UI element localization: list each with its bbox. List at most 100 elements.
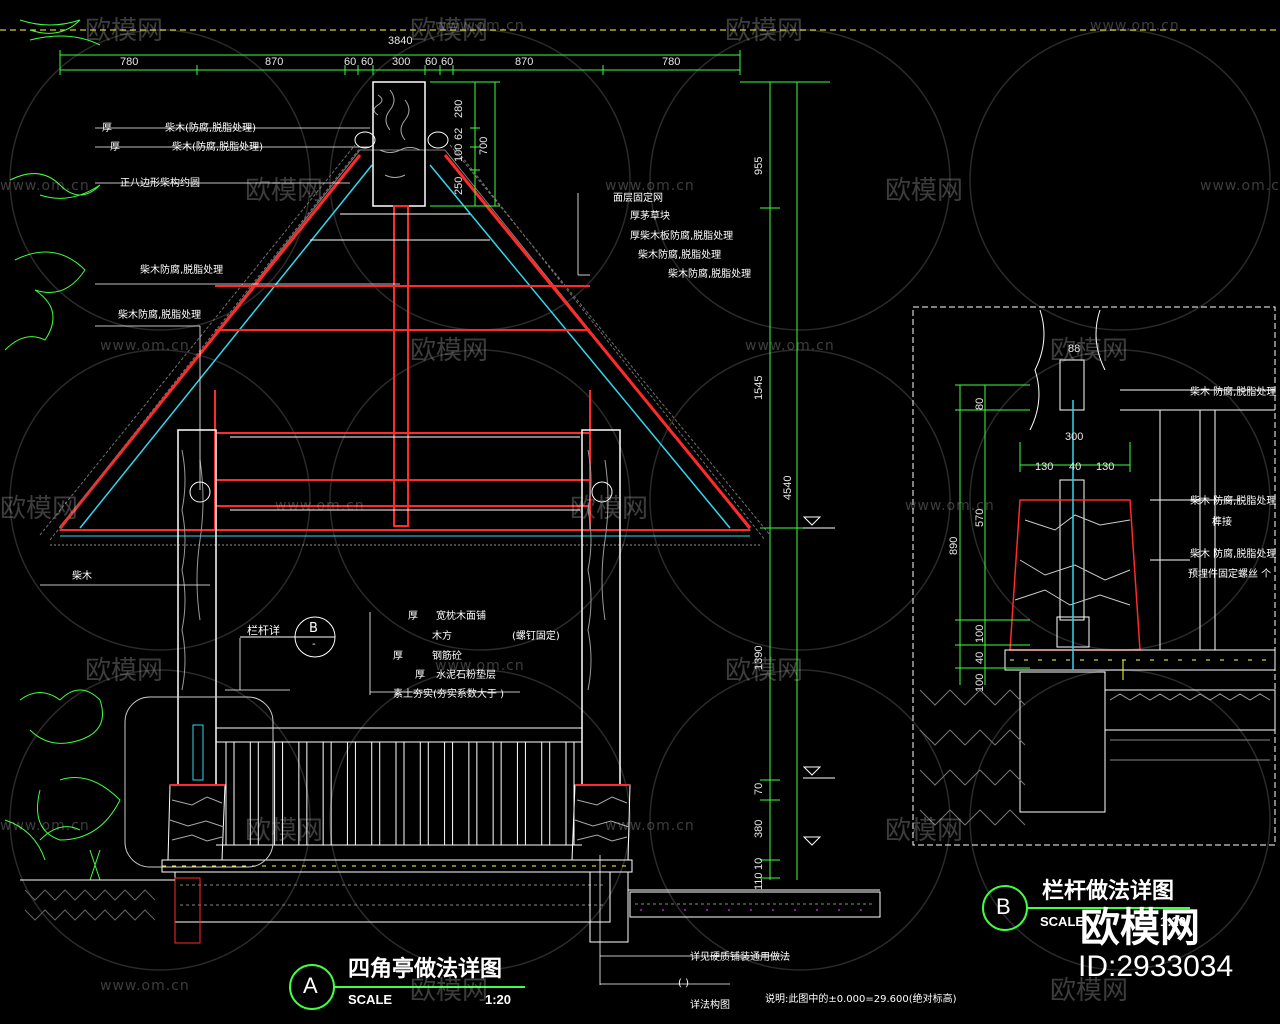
annotation-label: 柴木 防腐,脱脂处理 (1190, 549, 1277, 560)
dimension-label: 4540 (782, 475, 794, 500)
annotation-label: 柴木防腐,脱脂处理 (140, 265, 224, 276)
watermark-url: www.om.cn (1090, 18, 1180, 34)
annotation-label: 正八边形柴构约圆 (120, 178, 200, 189)
dimension-label: 870 (515, 56, 534, 68)
watermark-logo: 欧模网 (570, 494, 649, 524)
drawing-b-scale-value: 1:20 (1160, 914, 1187, 929)
annotation-label: 榫接 (1212, 517, 1232, 528)
dimension-label: 80 (974, 397, 986, 410)
watermark-logo: 欧模网 (885, 816, 964, 846)
callout-b (124, 616, 336, 868)
drawing-note: 说明:此图中的±0.000=29.600(绝对标高) (765, 994, 957, 1005)
railing-baluster (468, 741, 478, 846)
railing-baluster (249, 741, 259, 846)
dimension-label: 62 (453, 127, 465, 140)
watermark-logo: 欧模网 (725, 16, 804, 46)
detail-b (912, 306, 1276, 846)
railing-baluster (274, 741, 284, 846)
annotation-label: 面层固定网 (613, 193, 663, 204)
railing-baluster (492, 741, 502, 846)
purlins (230, 213, 580, 511)
leader-lines (40, 127, 790, 985)
dimension-label: 88 (1068, 343, 1081, 355)
annotation-label: 柴木防腐,脱脂处理 (118, 310, 202, 321)
annotation-label: 厚 (110, 142, 120, 153)
annotation-label: 钢筋砼 (432, 651, 462, 662)
watermark-url: www.om.cn (0, 178, 90, 194)
dimension-label: 300 (392, 56, 411, 68)
annotation-label: 宽枕木面铺 (436, 611, 486, 622)
drawing-a-title: 四角亭做法详图 (348, 957, 503, 982)
annotation-label: 木方 (432, 631, 452, 642)
dimension-label: 130 (1035, 461, 1054, 473)
annotation-label: (螺钉固定) (512, 631, 560, 642)
dimension-label: 250 (453, 176, 465, 195)
watermark-url: www.om.cn (100, 338, 190, 354)
drawing-b-title: 栏杆做法详图 (1042, 879, 1175, 904)
railing-baluster (322, 741, 332, 846)
columns (177, 429, 621, 786)
watermark-url: www.om.cn (905, 498, 995, 514)
dimension-label: 110 (753, 872, 765, 890)
dimension-label: 100 (453, 143, 465, 162)
railing-baluster (419, 741, 429, 846)
dimension-label: 780 (120, 56, 139, 68)
railing (215, 727, 583, 846)
dimension-label: 300 (1065, 431, 1084, 443)
annotation-label: 柴木(防腐,脱脂处理) (165, 123, 256, 134)
truss (214, 205, 591, 530)
dimension-label: 890 (948, 536, 960, 555)
annotation-label: 柴木 防腐,脱脂处理 (1190, 496, 1277, 507)
watermark-logo: 欧模网 (245, 816, 324, 846)
annotation-label: 厚 (393, 651, 403, 662)
dimension-label: 60 (425, 56, 438, 68)
watermark-logo: 欧模网 (885, 176, 964, 206)
stone-bases (167, 784, 631, 861)
annotation-label: ( ) (678, 978, 689, 989)
annotation-label: 柴木防腐,脱脂处理 (638, 250, 722, 261)
watermark-logo: 欧模网 (85, 16, 164, 46)
watermark-url: www.om.cn (435, 18, 525, 34)
railing-baluster (298, 741, 308, 846)
dimension-label: 130 (1096, 461, 1115, 473)
dimension-label: 60 (361, 56, 374, 68)
ridge-post (354, 81, 449, 207)
railing-baluster (225, 741, 235, 846)
annotation-label: 素土夯实(夯实系数大于 ) (393, 689, 504, 700)
railing-baluster (371, 741, 381, 846)
annotation-label: 柴木防腐,脱脂处理 (668, 269, 752, 280)
annotation-label: 厚 (415, 670, 425, 681)
dimension-label: 40 (974, 651, 986, 664)
drawing-a-scale-value: 1:20 (485, 992, 512, 1007)
annotation-label: 详见硬质铺装通用做法 (690, 952, 790, 963)
watermark-logo: 欧模网 (410, 336, 489, 366)
annotation-label: 水泥石粉垫层 (436, 670, 496, 681)
railing-baluster (516, 741, 526, 846)
railing-baluster (444, 741, 454, 846)
annotation-label: 厚柴木板防腐,脱脂处理 (630, 231, 734, 242)
dimension-label: 380 (753, 819, 765, 838)
dimension-label: 955 (753, 156, 765, 175)
watermark-logo: 欧模网 (410, 16, 489, 46)
railing-baluster (395, 741, 405, 846)
brand-logo-text: 欧模网 (1080, 905, 1200, 951)
annotation-label: 详法构图 (690, 1000, 730, 1011)
drawing-a-scale-label: SCALE (348, 992, 393, 1007)
watermark-logo: 欧模网 (410, 976, 489, 1006)
watermark-logo: 欧模网 (0, 494, 79, 524)
dimension-label: 700 (478, 136, 490, 155)
callout-b-mark: B (309, 621, 318, 636)
watermark-logo: 欧模网 (725, 656, 804, 686)
callout-b-sub: - (312, 639, 316, 650)
brand-id: ID:2933034 (1078, 950, 1234, 983)
title-a-mark: A (303, 973, 318, 998)
annotation-label: 柴木 防腐,脱脂处理 (1190, 387, 1277, 398)
annotation-label: 预埋件固定螺丝 个 (1188, 569, 1272, 580)
elevation-markers (802, 516, 835, 846)
dimension-label: 280 (453, 99, 465, 118)
drawing-b-scale-label: SCALE (1040, 914, 1085, 929)
title-b-mark: B (996, 894, 1011, 919)
overall-dimension: 3840 (388, 35, 413, 47)
dimension-label: 60 (441, 56, 454, 68)
